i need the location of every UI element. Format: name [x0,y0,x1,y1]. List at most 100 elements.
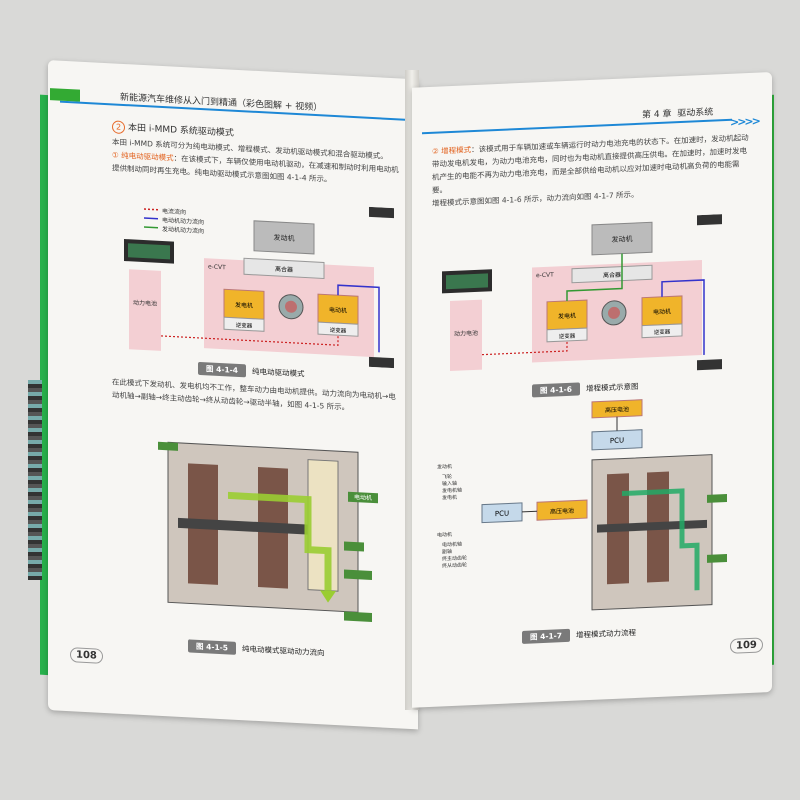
inverter-right-label: 逆变器 [654,327,671,336]
power-flow-arrowhead [320,590,336,603]
right-chapter: 第 4 章 [642,109,672,121]
left-mode-name: 纯电动驱动模式 [121,150,174,163]
callout-4 [344,611,372,622]
legend: 电流流向 电动机动力流向 发动机动力流向 [144,207,204,235]
right-paragraph-1: ② 增程模式：该模式用于车辆加速或车辆运行时动力电池充电的状态下。在加速时，发动… [432,131,752,210]
power-battery-box [129,269,161,351]
left-paragraph-1: 本田 i-MMD 系统可分为纯电动模式、增程模式、发动机驱动模式和混合驱动模式。… [112,135,402,189]
legend-current: 电流流向 [162,207,186,216]
hv-battery-mid-label: 高压电池 [550,507,574,516]
inverter-left-box [546,327,588,343]
fig-4-1-7-flow: 高压电池 PCU PCU 高压电池 发动机 飞轮 输入轴 发电机轴 发电机 电动… [437,399,727,611]
pcu-mid-label: PCU [495,509,509,518]
fig-4-1-6-caption: 图 4-1-6 增程模式示意图 [532,380,639,398]
inverter-left-box [223,316,265,332]
power-battery-label: 动力电池 [133,298,157,307]
fig-4-1-5-title: 纯电动模式驱动动力流向 [242,644,325,658]
flow-engine-title: 发动机 [437,463,452,471]
clutch-box [571,264,653,284]
left-paragraph-3: 在此模式下发动机、发电机均不工作，整车动力由电动机提供。动力流向为电动机→电动机… [112,377,396,412]
fig-4-1-7-title: 增程模式动力流程 [576,627,636,640]
inverter-left-label: 逆变器 [559,332,576,341]
flow-motor-item-4: 终从动齿轮 [442,561,467,569]
flow-engine-item-3: 发电机轴 [442,487,462,495]
flow-motor-title: 电动机 [437,531,452,539]
flow-motor-item-2: 副轴 [442,548,452,555]
battery-link-line [522,510,537,513]
fig-4-1-7-tag: 图 4-1-7 [522,628,570,644]
section-number-icon: 2 [112,120,125,135]
right-mode-num: ② [432,146,439,156]
ecvt-label: e-CVT [536,272,554,280]
fig-4-1-4-caption: 图 4-1-4 纯电动驱动模式 [198,361,305,381]
clutch-box [243,257,325,279]
motor-label: 电动机 [653,307,671,316]
power-battery-box [450,299,482,372]
wheel-bottom [697,359,722,371]
engine-box [253,220,315,255]
wheel-top [369,206,394,219]
right-chapter-title: 驱动系统 [677,107,714,120]
chapter-arrows-icon: >>>> [730,114,759,129]
fig-4-1-5-cutaway: 电动机 [158,441,378,622]
engine-flow-line [566,253,623,301]
callout-a [707,493,727,503]
flow-engine-item-4: 发电机 [442,494,457,502]
current-flow-line [482,340,568,356]
left-page-number: 108 [70,647,103,664]
fig-4-1-5-caption: 图 4-1-5 纯电动模式驱动动力流向 [188,639,325,659]
motor-flow-line [337,284,380,353]
wheel-top [697,214,722,226]
right-page-number: 109 [730,637,763,654]
inverter-right-box [317,321,359,337]
callout-motor-label: 电动机 [354,493,372,502]
fig-4-1-4-schematic: 电流流向 电动机动力流向 发动机动力流向 动力电池 e-CVT 发动机 离合器 … [124,206,394,369]
motor-flow-line [661,279,705,356]
left-mode-num: ① [112,150,119,160]
right-header: 第 4 章 驱动系统 [642,105,713,121]
callout-motor [348,491,378,504]
right-page: 第 4 章 驱动系统 >>>> ② 增程模式：该模式用于车辆加速或车辆运行时动力… [412,72,772,708]
power-flow-arrow [622,488,700,591]
hv-battery-top-label: 高压电池 [605,405,629,414]
callout-3 [344,569,372,580]
flow-engine-item-2: 输入轴 [442,480,457,488]
fig-4-1-4-tag: 图 4-1-4 [198,361,246,378]
under-book-pattern [28,380,42,580]
inverter-right-label: 逆变器 [330,326,347,335]
engine-label: 发动机 [612,234,633,244]
fig-4-1-7-caption: 图 4-1-7 增程模式动力流程 [522,626,636,644]
fig-4-1-5-tag: 图 4-1-5 [188,639,236,655]
left-header-logo [50,88,80,102]
callout-2 [344,541,364,552]
right-header-rule [422,118,732,135]
fig-4-1-6-tag: 图 4-1-6 [532,382,580,398]
clutch-label: 离合器 [275,265,293,274]
fig-4-1-6-title: 增程模式示意图 [586,381,639,394]
right-para1-text: ：该模式用于车辆加速或车辆运行时动力电池充电的状态下。在加速时，发动机起动带动发… [432,133,749,195]
clutch-label: 离合器 [603,271,621,280]
flow-engine-item-1: 飞轮 [442,473,452,480]
inverter-left-label: 逆变器 [236,321,253,330]
current-flow-line [161,335,339,346]
power-flow-arrow [228,491,332,591]
legend-engine: 发动机动力流向 [162,225,204,235]
right-mode-name: 增程模式 [441,145,472,156]
engine-label: 发动机 [274,233,295,243]
pcu-top-label: PCU [610,436,624,445]
power-battery-label: 动力电池 [454,329,478,338]
flow-motor-item-3: 终主动齿轮 [442,554,467,562]
gear-cluster [307,459,339,592]
fig-4-1-4-title: 纯电动驱动模式 [252,366,305,379]
main-shaft [178,517,328,536]
generator-label: 发电机 [235,301,253,310]
callout-5 [158,441,178,451]
wheel-bottom [369,356,394,369]
ecvt-label: e-CVT [208,263,226,271]
legend-motor: 电动机动力流向 [162,216,204,226]
inverter-right-box [641,323,683,339]
motor-label: 电动机 [329,306,347,315]
callout-b [707,553,727,563]
